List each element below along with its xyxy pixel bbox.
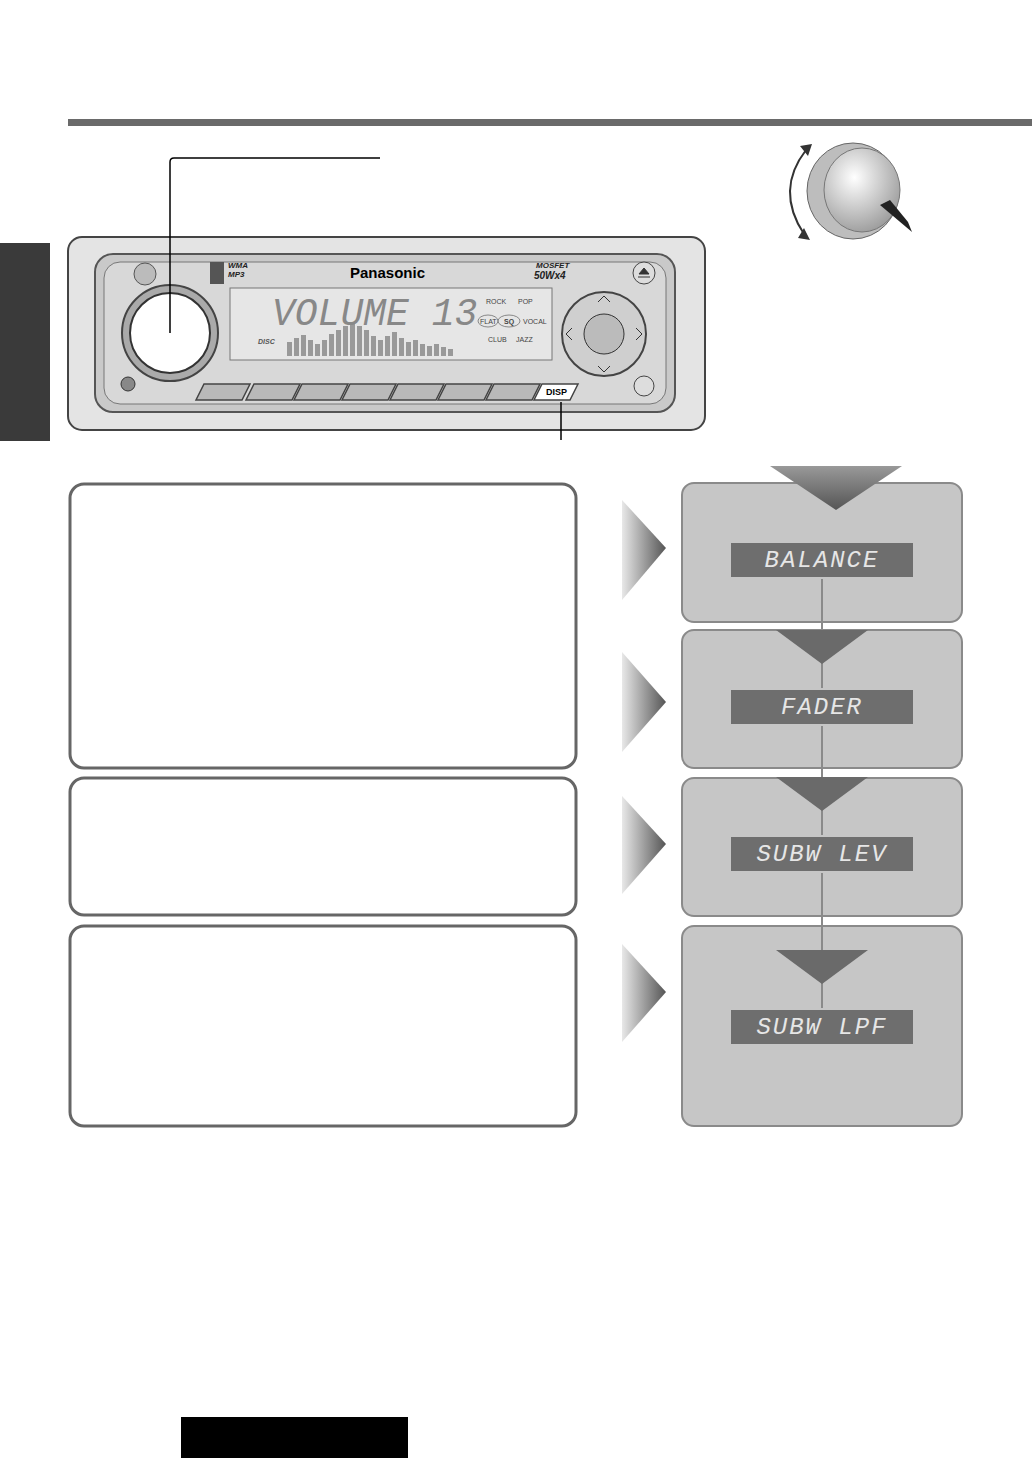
lcd-display: FADER xyxy=(731,690,913,724)
flow-arrow xyxy=(776,726,868,835)
unit-marking: FLAT xyxy=(480,318,497,325)
unit-marking: ROCK xyxy=(486,298,506,305)
unit-marking: DISC xyxy=(258,338,275,345)
display-panel xyxy=(682,483,962,1126)
step-pointer xyxy=(622,500,666,1042)
lcd-display: SUBW LEV xyxy=(731,837,913,871)
unit-marking: Panasonic xyxy=(350,265,425,280)
display-readout: VOLUME 13 xyxy=(272,296,477,334)
lcd-display: BALANCE xyxy=(731,543,913,577)
entry-arrow xyxy=(770,466,902,510)
display-text: FADER xyxy=(781,694,863,721)
unit-marking: MP3 xyxy=(228,271,244,279)
unit-marking: SQ xyxy=(504,318,514,325)
header-rule xyxy=(68,119,1032,126)
unit-marking: WMA xyxy=(228,262,248,270)
unit-marking: MOSFET xyxy=(536,262,569,270)
unit-marking: DISP xyxy=(546,388,567,397)
flow-arrow xyxy=(776,873,868,1008)
unit-marking: CLUB xyxy=(488,336,507,343)
step-box xyxy=(70,484,576,1126)
display-text: BALANCE xyxy=(765,547,880,574)
display-text: SUBW LEV xyxy=(756,841,887,868)
knob-icon xyxy=(790,143,912,240)
unit-marking: POP xyxy=(518,298,533,305)
footer-bar xyxy=(181,1417,408,1458)
unit-marking: 50Wx4 xyxy=(534,271,566,281)
flow-arrow xyxy=(776,579,868,688)
stereo-illustration xyxy=(68,237,705,430)
side-tab xyxy=(0,243,50,441)
unit-marking: JAZZ xyxy=(516,336,533,343)
display-text: SUBW LPF xyxy=(756,1014,887,1041)
disp-leader xyxy=(560,402,562,440)
lcd-display: SUBW LPF xyxy=(731,1010,913,1044)
unit-marking: VOCAL xyxy=(523,318,547,325)
